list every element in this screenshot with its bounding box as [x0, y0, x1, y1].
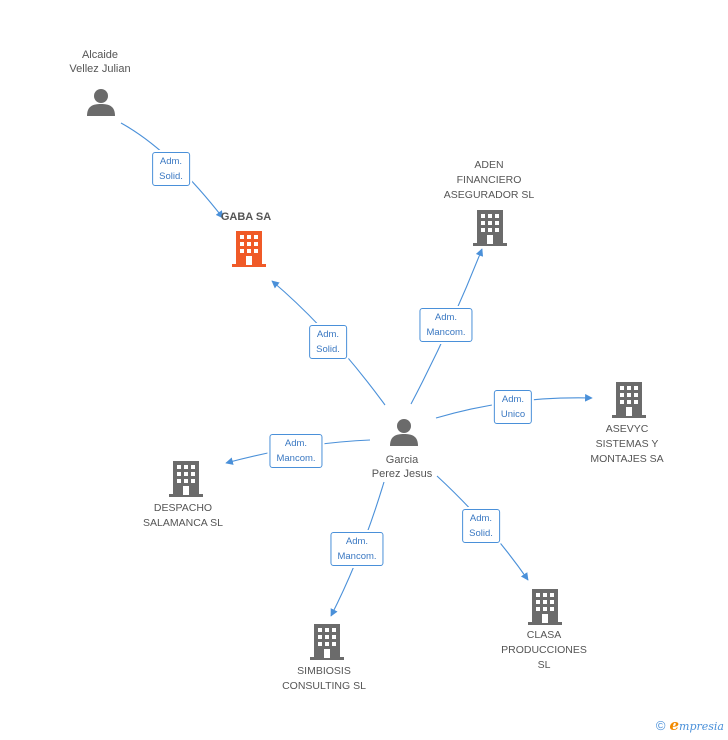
edge-label-garcia-gaba: Adm. Solid.	[309, 325, 347, 359]
person-icon[interactable]	[389, 417, 419, 452]
company-label-gaba[interactable]: GABA SA	[220, 211, 272, 223]
company-label-simbiosis[interactable]: SIMBIOSIS CONSULTING SL	[282, 665, 366, 692]
company-label-aden[interactable]: ADEN FINANCIERO ASEGURADOR SL	[443, 159, 535, 201]
company-label-clasa[interactable]: CLASA PRODUCCIONES SL	[501, 629, 587, 671]
building-icon[interactable]	[528, 589, 562, 630]
edge-label-garcia-asevyc: Adm. Unico	[493, 390, 533, 424]
company-label-asevyc[interactable]: ASEVYC SISTEMAS Y MONTAJES SA	[590, 423, 664, 465]
brand-rest: mpresia	[679, 720, 724, 733]
footer-brand: © empresia	[656, 716, 724, 734]
person-label-alcaide[interactable]: Alcaide Vellez Julian	[69, 49, 131, 75]
building-icon[interactable]	[473, 210, 507, 251]
edge-label-garcia-simbiosis: Adm. Mancom.	[330, 532, 384, 566]
edge-label-alcaide-gaba: Adm. Solid.	[152, 152, 190, 186]
person-label-garcia[interactable]: Garcia Perez Jesus	[371, 454, 433, 480]
company-label-despacho[interactable]: DESPACHO SALAMANCA SL	[143, 502, 223, 529]
building-icon[interactable]	[612, 382, 646, 423]
building-icon[interactable]	[169, 461, 203, 502]
edge-label-garcia-despacho: Adm. Mancom.	[269, 434, 323, 468]
copyright-icon: ©	[655, 717, 666, 733]
edge-label-garcia-aden: Adm. Mancom.	[419, 308, 473, 342]
person-icon[interactable]	[86, 87, 116, 122]
brand-logo[interactable]: empresia	[669, 716, 724, 734]
building-icon[interactable]	[310, 624, 344, 665]
brand-initial: e	[669, 716, 680, 734]
building-icon-focus[interactable]	[232, 231, 266, 272]
edge-label-garcia-clasa: Adm. Solid.	[462, 509, 500, 543]
